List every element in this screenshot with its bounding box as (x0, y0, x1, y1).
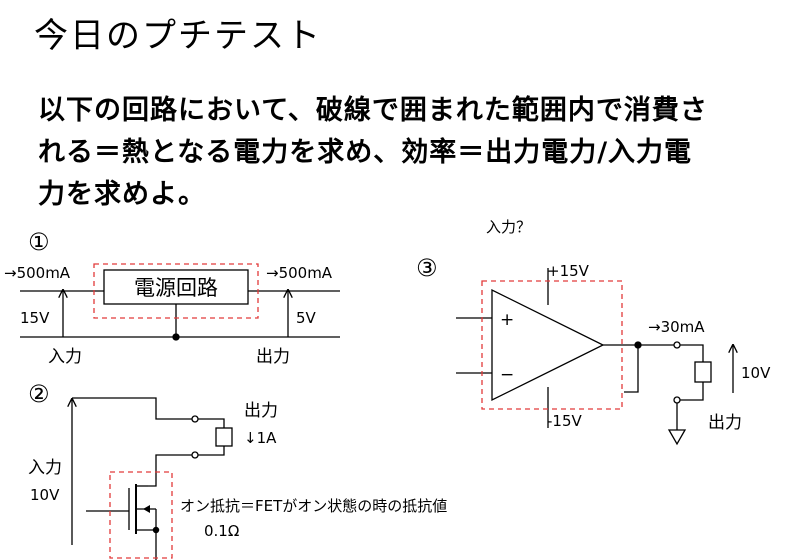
circuit-2-load-wire-top (198, 418, 225, 428)
circuit-1-current-in: →500mA (4, 264, 71, 282)
circuit-3-terminal-bottom (673, 396, 681, 404)
circuit-2-resistance: 0.1Ω (204, 522, 239, 540)
circuit-3-number: ③ (416, 254, 438, 282)
circuit-1-junction (172, 333, 180, 341)
circuit-3-minus-sign: − (500, 365, 514, 385)
circuit-2: ② 入力 10V 出力 ↓1A オン抵抗＝FETがオン状態の時の抵抗値 0.1Ω (28, 380, 447, 560)
circuit-1-voltage-out: 5V (296, 309, 317, 327)
circuit-2-load (215, 427, 233, 447)
circuit-3-terminal-top (673, 341, 681, 349)
circuit-2-terminal-bottom (191, 451, 199, 459)
circuit-1-input-label: 入力 (48, 347, 82, 367)
circuit-1: ① →500mA →500mA 電源回路 15V 5V 入力 出力 (4, 228, 340, 367)
circuit-2-input-label: 入力 (28, 458, 62, 478)
circuit-3-output-label: 出力 (708, 413, 742, 433)
circuit-3-ground-symbol (667, 429, 687, 446)
circuit-1-box-label: 電源回路 (134, 276, 218, 300)
circuit-3-feedback (624, 345, 639, 393)
circuit-1-number: ① (28, 228, 50, 256)
circuit-3-plus-sign: + (500, 310, 514, 330)
question-line-2: れる＝熱となる電力を求め、効率＝出力電力/入力電 (38, 137, 693, 168)
circuit-2-output-label: 出力 (244, 401, 278, 421)
circuit-2-note: オン抵抗＝FETがオン状態の時の抵抗値 (180, 497, 447, 515)
circuit-3-load-wire-top (680, 344, 704, 362)
circuit-3-current: →30mA (648, 318, 705, 336)
circuit-2-fet-arrow (143, 505, 150, 513)
circuit-3-voltage: 10V (741, 364, 771, 382)
circuit-2-load-wire-bottom (198, 446, 225, 456)
circuit-1-voltage-in: 15V (20, 309, 50, 327)
circuit-2-terminal-top (191, 415, 199, 423)
circuit-3-vminus: -15V (547, 412, 582, 430)
circuit-1-output-label: 出力 (256, 347, 290, 367)
circuit-2-number: ② (28, 380, 50, 408)
circuit-2-junction (152, 526, 160, 534)
circuit-3-input-question: 入力？ (486, 218, 531, 236)
circuit-1-power-block (103, 269, 249, 305)
question-line-1: 以下の回路において、破線で囲まれた範囲内で消費さ (38, 95, 708, 126)
circuit-2-top-wire (72, 397, 192, 420)
circuit-3-load (694, 361, 712, 383)
circuit-3-load-wire-bottom (680, 382, 704, 401)
circuit-2-input-voltage: 10V (30, 486, 60, 504)
circuit-1-dashed-boundary (93, 263, 259, 319)
page-title: 今日のプチテスト (34, 16, 322, 56)
circuit-3-opamp (491, 288, 605, 402)
circuit-3: 入力？ ③ +15V -15V + − →30mA 10V 出力 (416, 218, 771, 446)
circuit-3-vplus: +15V (547, 262, 590, 280)
question-line-3: 力を求めよ。 (38, 179, 206, 210)
circuit-2-dashed-boundary (109, 471, 173, 559)
circuit-1-current-out: →500mA (266, 264, 333, 282)
circuit-2-current: ↓1A (244, 429, 277, 447)
circuit-3-dashed-boundary (481, 280, 623, 410)
circuit-2-drain-wire (148, 454, 192, 487)
